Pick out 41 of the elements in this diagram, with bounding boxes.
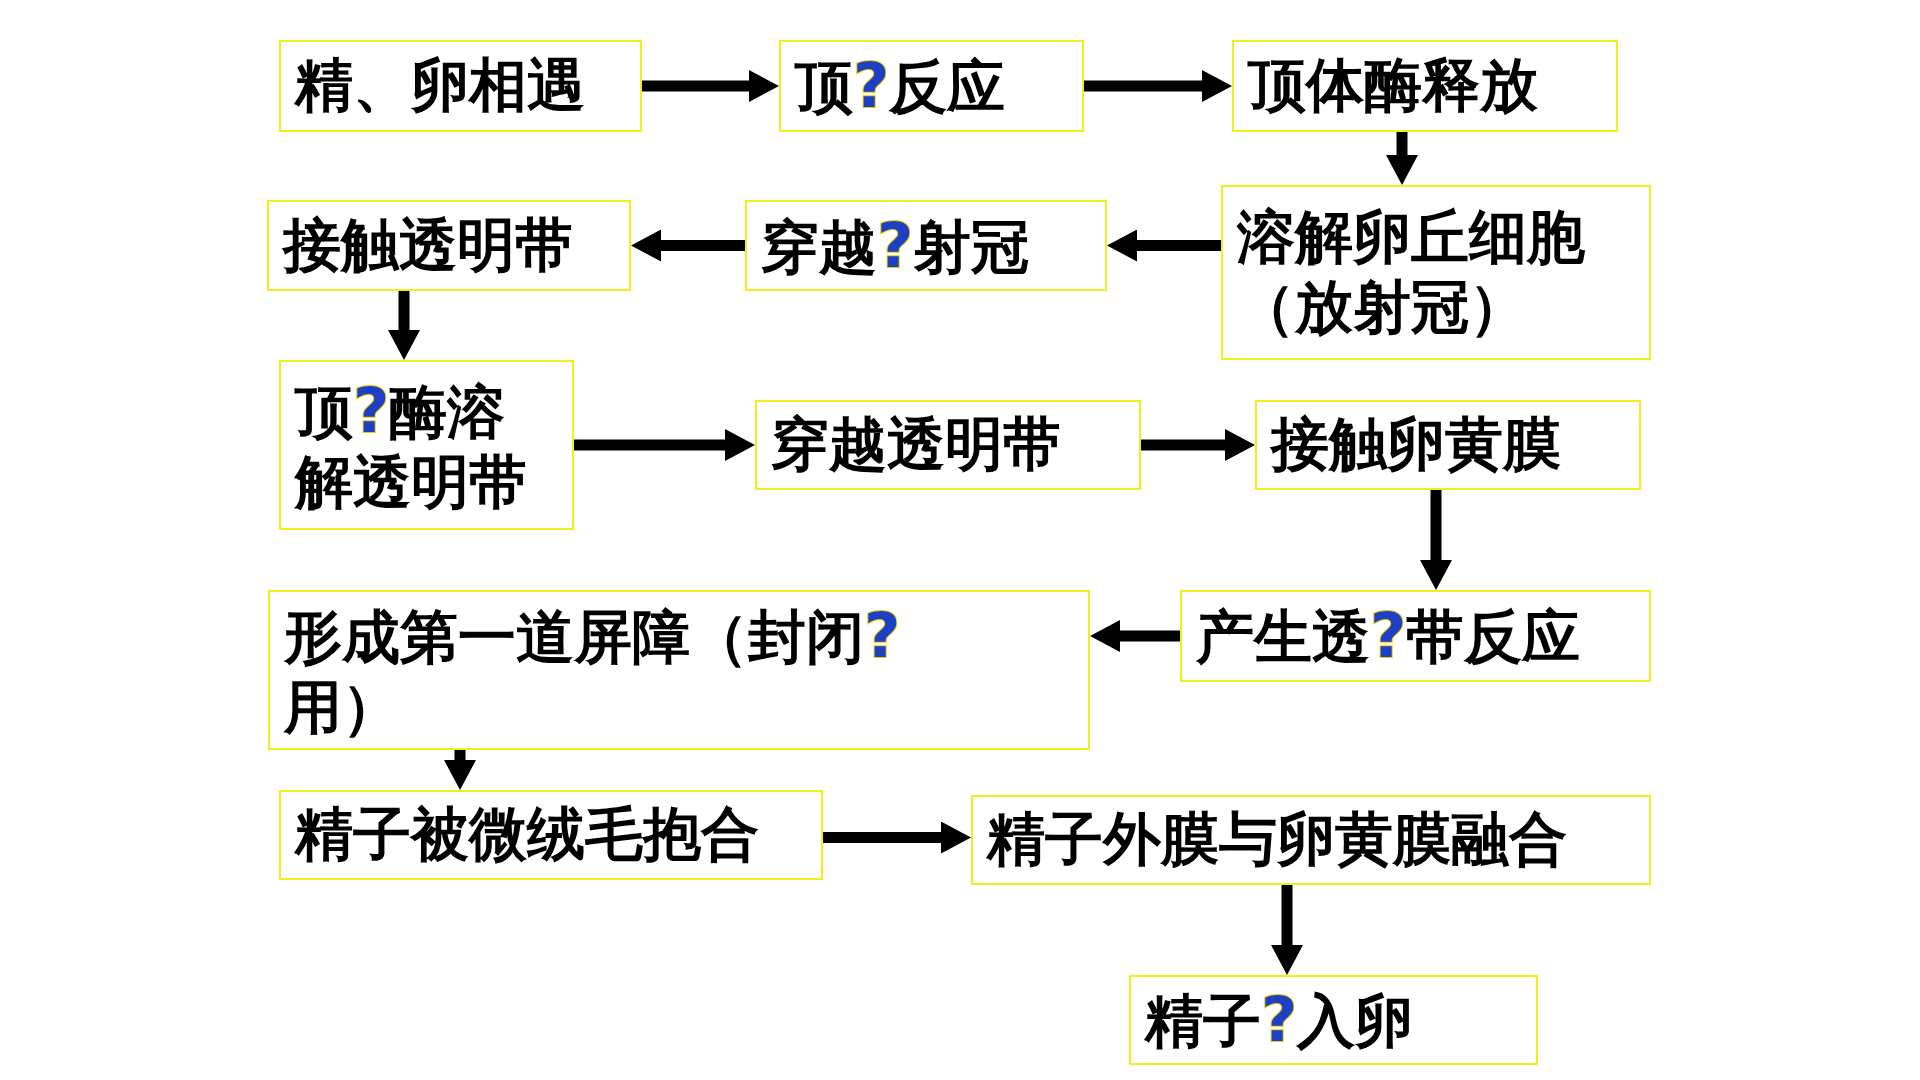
- process-box: [279, 40, 642, 132]
- process-box: [779, 40, 1084, 132]
- arrow: [574, 429, 755, 461]
- step-text: 顶?酶溶解透明带: [295, 372, 528, 517]
- process-box: [279, 790, 823, 880]
- step-text: 精子被微绒毛抱合: [295, 801, 759, 870]
- arrow: [1090, 620, 1180, 652]
- process-box: [971, 795, 1651, 885]
- arrow: [1386, 132, 1418, 185]
- arrow: [823, 821, 971, 854]
- process-box: [267, 200, 631, 291]
- arrow: [444, 750, 476, 790]
- step-text: 穿越透明带: [771, 411, 1061, 480]
- step-text: 顶体酶释放: [1248, 52, 1538, 121]
- step-text: 溶解卵丘细胞（放射冠）: [1237, 203, 1586, 342]
- arrow: [1107, 229, 1221, 262]
- step-text: 精子?入卵: [1145, 982, 1414, 1058]
- arrow: [1084, 70, 1232, 102]
- arrow: [631, 229, 745, 262]
- step-text: 顶?反应: [795, 48, 1006, 124]
- process-box: [1221, 185, 1651, 360]
- step-text: 形成第一道屏障（封闭?用）: [284, 597, 902, 742]
- arrow: [388, 291, 420, 360]
- process-box: [1255, 400, 1641, 490]
- step-text: 精子外膜与卵黄膜融合: [987, 806, 1567, 875]
- step-text: 精、卵相遇: [295, 52, 585, 121]
- process-box: [1180, 590, 1651, 682]
- process-box: [279, 360, 574, 530]
- process-box: [745, 200, 1107, 291]
- process-box: [1232, 40, 1618, 132]
- step-text: 接触透明带: [283, 211, 573, 280]
- process-box: [1129, 975, 1538, 1065]
- process-box: [268, 590, 1090, 750]
- process-box: [755, 400, 1141, 490]
- arrow: [1271, 885, 1303, 975]
- step-text: 穿越?射冠: [761, 207, 1030, 284]
- step-text: 产生透?带反应: [1196, 598, 1581, 674]
- step-text: 接触卵黄膜: [1271, 411, 1561, 480]
- arrow: [1420, 490, 1452, 590]
- arrow: [1141, 429, 1255, 461]
- arrow: [642, 70, 779, 102]
